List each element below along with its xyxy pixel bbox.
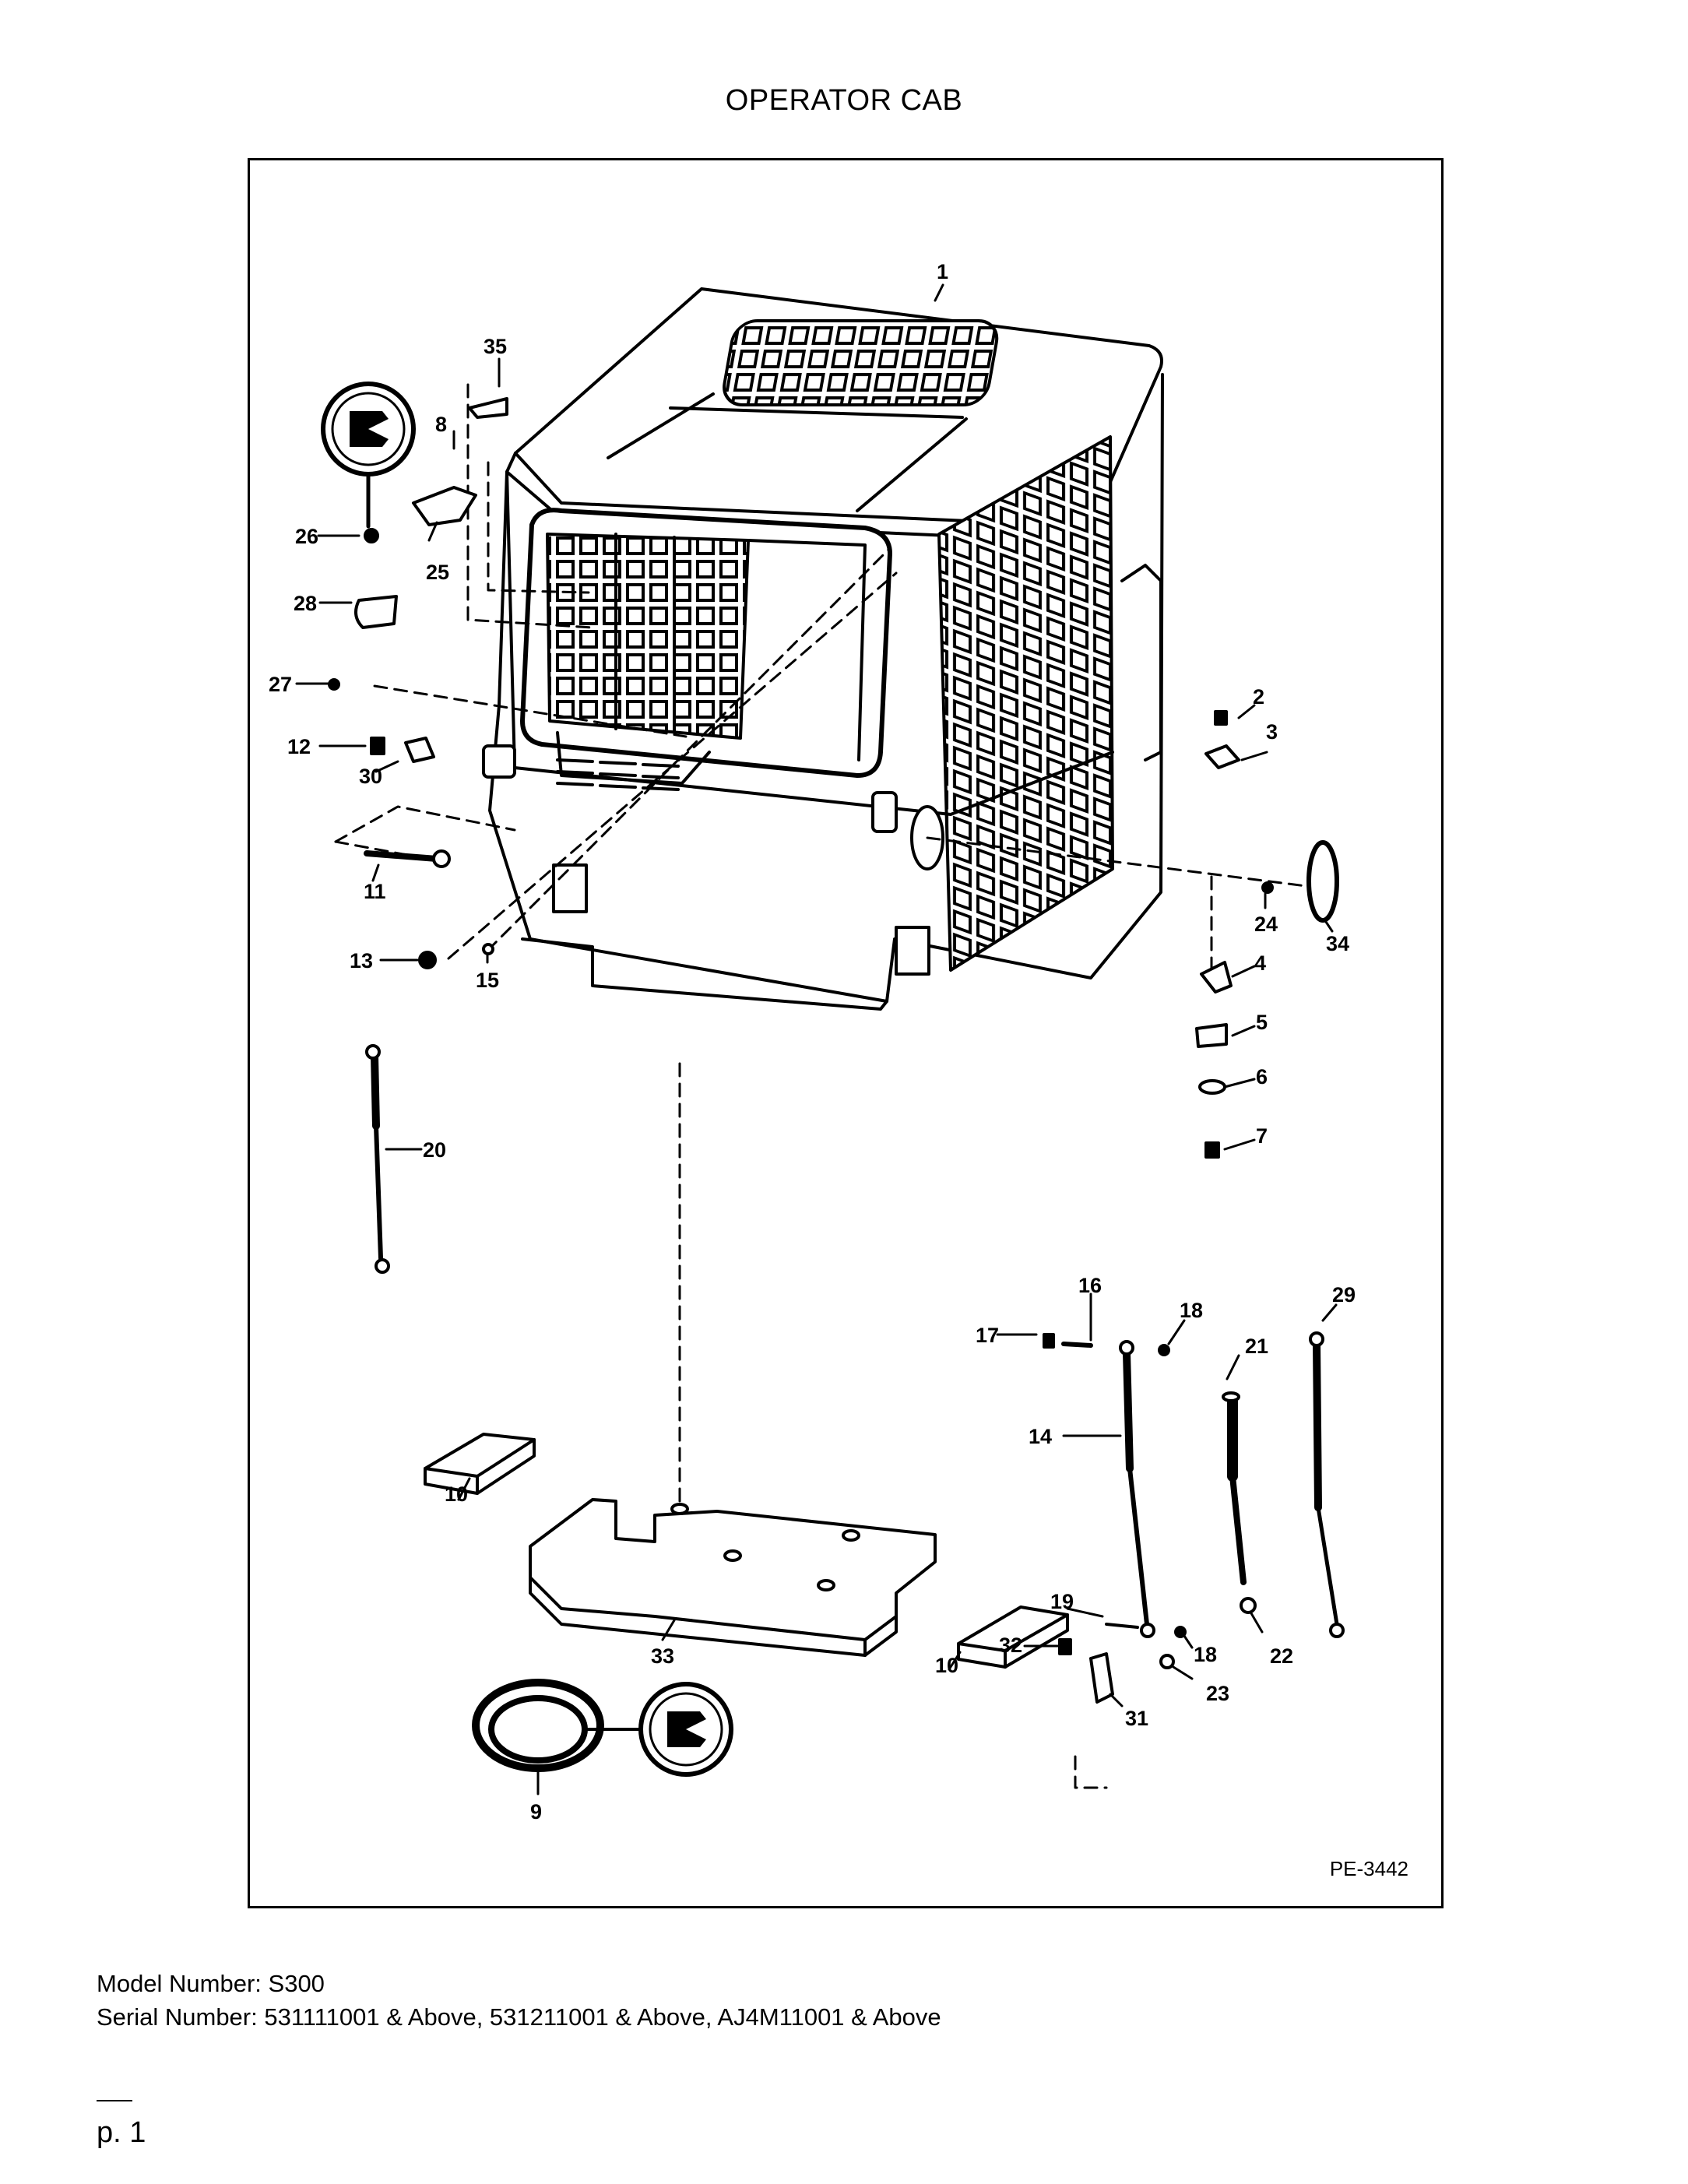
callout-18-top: 18 — [1180, 1299, 1203, 1322]
serial-number: Serial Number: 531111001 & Above, 531211… — [97, 2003, 941, 2031]
callout-27: 27 — [269, 673, 292, 696]
part-20-gas-strut — [365, 1044, 390, 1274]
part-32-bolt — [1058, 1638, 1072, 1655]
page-title: OPERATOR CAB — [725, 84, 963, 117]
callout-14: 14 — [1029, 1425, 1052, 1448]
part-22-washer — [1240, 1597, 1257, 1614]
part-34-knob — [1306, 840, 1339, 923]
part-16-bracket — [1061, 1342, 1093, 1348]
callout-10-left: 10 — [445, 1482, 468, 1506]
part-2-bolt — [1214, 710, 1228, 726]
callout-18-bottom: 18 — [1194, 1643, 1217, 1666]
part-3-plate — [1204, 744, 1240, 769]
part-6-washer — [1198, 1079, 1226, 1095]
callout-1: 1 — [937, 260, 948, 283]
callout-31: 31 — [1125, 1707, 1148, 1730]
callout-19: 19 — [1050, 1590, 1074, 1613]
callout-26: 26 — [295, 525, 318, 548]
callout-35: 35 — [484, 335, 507, 358]
callout-5: 5 — [1256, 1011, 1268, 1034]
callout-11: 11 — [364, 880, 386, 903]
part-35-cover — [468, 397, 508, 419]
part-23-nut — [1159, 1654, 1175, 1669]
part-28-bracket — [354, 595, 398, 629]
diagram-frame: 1 2 3 4 5 6 7 8 9 10 10 11 12 13 14 15 1… — [248, 158, 1444, 1908]
callout-8: 8 — [435, 413, 447, 436]
callout-6: 6 — [1256, 1065, 1268, 1088]
part-12-nut — [370, 737, 385, 755]
callout-25: 25 — [426, 561, 449, 584]
footer-rule — [97, 2100, 132, 2101]
part-9-seal-coil — [472, 1679, 641, 1795]
callout-2: 2 — [1253, 685, 1264, 709]
part-24-screw — [1261, 881, 1274, 894]
callout-13: 13 — [350, 949, 373, 972]
callout-23: 23 — [1206, 1682, 1229, 1705]
callout-7: 7 — [1256, 1124, 1268, 1148]
part-26-nut — [364, 528, 379, 543]
part-18-clip-top — [1158, 1344, 1170, 1356]
part-27-bolt — [328, 678, 340, 691]
callout-4: 4 — [1254, 951, 1266, 975]
callout-9: 9 — [530, 1800, 542, 1824]
part-30-bushing — [404, 737, 435, 763]
callout-16: 16 — [1078, 1274, 1102, 1297]
part-19-pin — [1105, 1623, 1139, 1629]
part-31-bracket — [1089, 1652, 1114, 1704]
callout-30: 30 — [359, 765, 382, 788]
logo-badge-bottom — [638, 1682, 733, 1777]
part-15-pin — [482, 943, 494, 955]
part-21-strut — [1222, 1391, 1247, 1585]
callout-28: 28 — [294, 592, 317, 615]
callout-labels: 1 2 3 4 5 6 7 8 9 10 10 11 12 13 14 15 1… — [269, 260, 1356, 1824]
callout-10-right: 10 — [935, 1654, 958, 1677]
cab-shell — [482, 287, 1164, 1011]
part-18-clip-bottom — [1174, 1626, 1187, 1638]
part-4-mount — [1200, 961, 1233, 994]
callout-17: 17 — [976, 1324, 999, 1347]
callout-15: 15 — [476, 969, 499, 992]
part-11-pin — [364, 850, 440, 862]
part-13-bolt — [418, 951, 437, 969]
part-14-strut — [1119, 1340, 1155, 1638]
callout-24: 24 — [1254, 913, 1278, 936]
cab-exploded-diagram: 1 2 3 4 5 6 7 8 9 10 10 11 12 13 14 15 1… — [269, 260, 1356, 1824]
part-17-bolt — [1043, 1333, 1055, 1349]
part-5-isolator — [1195, 1023, 1228, 1048]
logo-badge-top — [321, 382, 416, 529]
callout-32: 32 — [999, 1634, 1022, 1657]
drawing-reference: PE-3442 — [1329, 1857, 1408, 1880]
callout-34: 34 — [1326, 932, 1349, 955]
part-25-cover — [412, 486, 477, 526]
part-29-strut — [1309, 1331, 1345, 1638]
callout-21: 21 — [1245, 1335, 1268, 1358]
callout-3: 3 — [1266, 720, 1278, 744]
part-7-nut — [1204, 1141, 1220, 1159]
assembly-leader-lines — [334, 383, 1326, 1789]
model-number: Model Number: S300 — [97, 1970, 325, 1997]
callout-20: 20 — [423, 1138, 446, 1162]
page-number: p. 1 — [97, 2116, 146, 2149]
callout-12: 12 — [287, 735, 311, 758]
part-33-floor-plate — [529, 1498, 937, 1657]
part-10-pad-left — [424, 1433, 536, 1478]
callout-33: 33 — [651, 1644, 674, 1668]
callout-leaders — [295, 283, 1338, 1707]
callout-29: 29 — [1332, 1283, 1356, 1307]
callout-22: 22 — [1270, 1644, 1293, 1668]
